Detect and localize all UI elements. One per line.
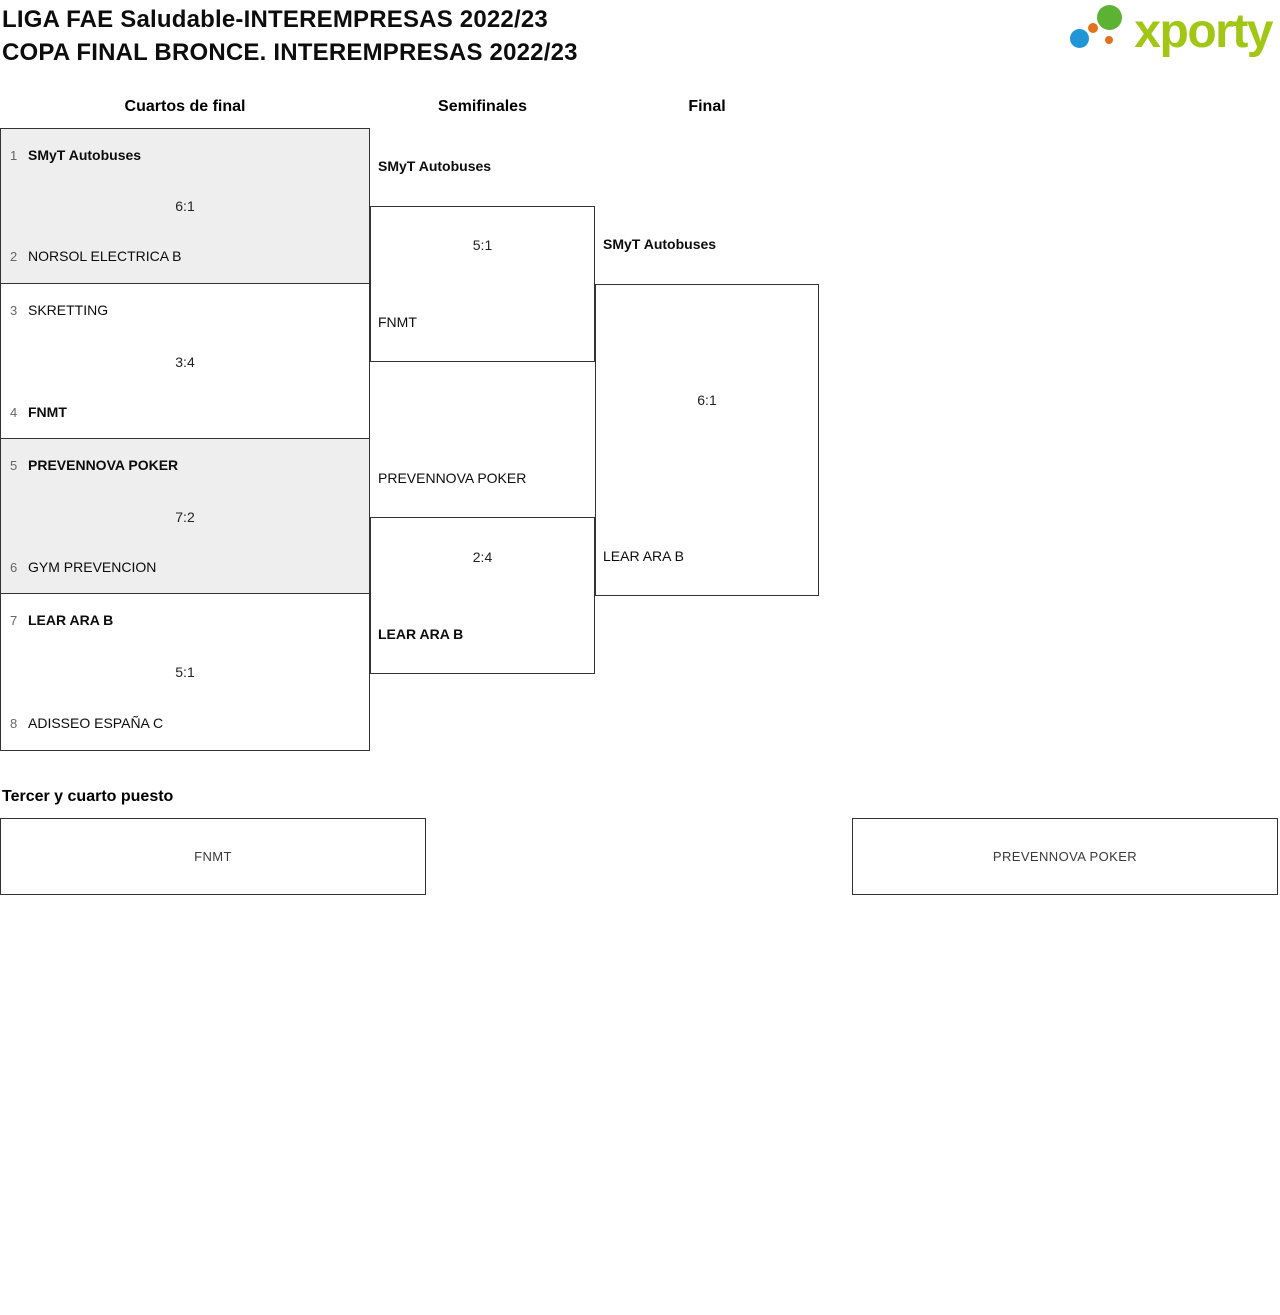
page-title: LIGA FAE Saludable-INTEREMPRESAS 2022/23… [2, 3, 578, 69]
team-row: 5 PREVENNOVA POKER [10, 456, 361, 475]
team-row: 2 NORSOL ELECTRICA B [10, 247, 361, 266]
team-row: 6 GYM PREVENCION [10, 558, 361, 577]
title-line-1: LIGA FAE Saludable-INTEREMPRESAS 2022/23 [2, 6, 548, 33]
logo-wordmark: xporty [1134, 5, 1273, 58]
match-score: 7:2 [175, 508, 195, 525]
quarterfinal-match-4: 7 LEAR ARA B 5:1 8 ADISSEO ESPAÑA C [0, 593, 370, 751]
team-row: 3 SKRETTING [10, 301, 361, 320]
orange-dot-icon [1105, 36, 1114, 44]
team-name: SMyT Autobuses [603, 236, 717, 252]
orange-dot-icon [1088, 23, 1099, 33]
match-score: 6:1 [697, 392, 717, 408]
seed-number: 5 [10, 458, 18, 473]
seed-number: 2 [10, 249, 18, 264]
team-row: 7 LEAR ARA B [10, 611, 361, 630]
team-name: SKRETTING [28, 302, 109, 318]
third-place-heading: Tercer y cuarto puesto [2, 788, 174, 805]
team-row: 1 SMyT Autobuses [10, 146, 361, 165]
third-place-team-2-box: PREVENNOVA POKER [852, 818, 1278, 895]
team-name: PREVENNOVA POKER [992, 849, 1138, 864]
round-header-final: Final [688, 98, 726, 115]
blue-dot-icon [1070, 29, 1090, 48]
match-score: 5:1 [175, 664, 195, 680]
team-name: GYM PREVENCION [28, 559, 157, 575]
team-name: FNMT [378, 314, 417, 330]
team-name: LEAR ARA B [378, 626, 464, 642]
third-place-team-1-box: FNMT [0, 818, 426, 895]
team-name: PREVENNOVA POKER [28, 457, 179, 473]
quarterfinal-match-3: 5 PREVENNOVA POKER 7:2 6 GYM PREVENCION [0, 438, 370, 595]
team-row: 8 ADISSEO ESPAÑA C [10, 714, 361, 733]
seed-number: 8 [10, 716, 18, 731]
semifinal-match-2-box [370, 517, 595, 674]
team-name: LEAR ARA B [28, 612, 114, 628]
round-header-quarterfinals: Cuartos de final [124, 98, 246, 115]
match-score: 6:1 [175, 198, 195, 214]
team-name: FNMT [194, 849, 232, 864]
team-name: NORSOL ELECTRICA B [28, 248, 182, 264]
round-header-semifinals: Semifinales [438, 98, 527, 115]
final-match-box [595, 284, 819, 596]
xporty-dots-icon [1068, 4, 1126, 58]
quarterfinal-match-2: 3 SKRETTING 3:4 4 FNMT [0, 283, 370, 440]
semifinal-match-1-box [370, 206, 595, 362]
quarterfinal-match-1: 1 SMyT Autobuses 6:1 2 NORSOL ELECTRICA … [0, 128, 370, 284]
title-line-2: COPA FINAL BRONCE. INTEREMPRESAS 2022/23 [2, 39, 578, 66]
team-name: SMyT Autobuses [378, 158, 492, 174]
team-name: ADISSEO ESPAÑA C [28, 715, 164, 731]
match-score: 5:1 [472, 237, 493, 253]
team-name: PREVENNOVA POKER [378, 470, 527, 486]
seed-number: 3 [10, 303, 18, 318]
seed-number: 1 [10, 148, 18, 163]
seed-number: 6 [10, 560, 18, 575]
seed-number: 4 [10, 405, 18, 420]
match-score: 2:4 [472, 549, 493, 565]
green-dot-icon [1097, 5, 1123, 30]
xporty-logo: xporty [1068, 4, 1273, 60]
match-score: 3:4 [175, 353, 195, 370]
team-name: FNMT [28, 404, 67, 420]
seed-number: 7 [10, 613, 18, 628]
team-name: LEAR ARA B [603, 548, 684, 564]
team-row: 4 FNMT [10, 403, 361, 422]
team-name: SMyT Autobuses [28, 147, 142, 163]
